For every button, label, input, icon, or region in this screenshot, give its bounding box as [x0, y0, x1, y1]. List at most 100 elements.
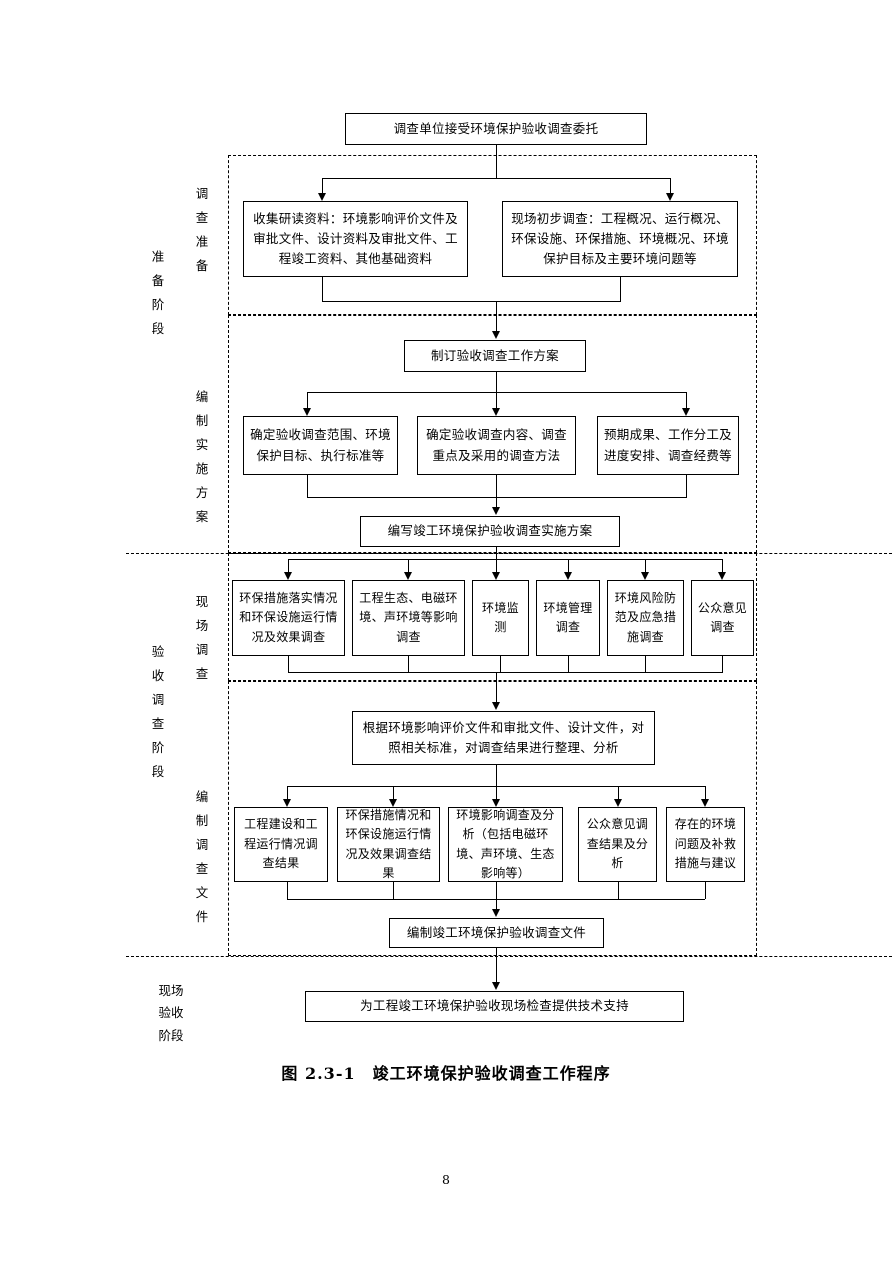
- connector-result-1-out: [287, 882, 288, 899]
- group-label-char: 编: [195, 789, 209, 804]
- node-final[interactable]: 为工程竣工环境保护验收现场检查提供技术支持: [305, 991, 684, 1022]
- connector-result-4-down: [618, 786, 619, 802]
- stage-label-char: 收: [151, 668, 165, 683]
- node-survey-2[interactable]: 工程生态、电磁环境、声环境等影响调查: [352, 580, 465, 656]
- group-label-char: 查: [195, 666, 209, 681]
- group-label-char: 查: [195, 861, 209, 876]
- arrow-to-plan-title: [491, 331, 500, 339]
- connector-prep-merge: [322, 301, 621, 302]
- group-label-char: 方: [195, 485, 209, 500]
- node-result-2[interactable]: 环保措施情况和环保设施运行情况及效果调查结果: [337, 807, 440, 882]
- stage-separator-top: [126, 553, 892, 554]
- arrow-to-survey-3: [491, 572, 500, 580]
- arrow-to-result-4: [613, 799, 622, 807]
- dashed-group-investigation-preparation: [228, 155, 757, 315]
- arrow-to-prep-left: [317, 193, 326, 201]
- node-survey-3[interactable]: 环境监测: [472, 580, 529, 656]
- arrow-to-prep-right: [665, 193, 674, 201]
- node-plan-b[interactable]: 确定验收调查内容、调查重点及采用的调查方法: [417, 416, 576, 475]
- node-result-3[interactable]: 环境影响调查及分析（包括电磁环境、声环境、生态影响等）: [448, 807, 563, 882]
- connector-plan-merge-down: [496, 497, 497, 510]
- arrow-to-plan-c: [681, 408, 690, 416]
- connector-result-4-out: [618, 882, 619, 899]
- connector-prep-left-out: [322, 277, 323, 301]
- node-plan-a[interactable]: 确定验收调查范围、环境保护目标、执行标准等: [243, 416, 398, 475]
- connector-result-5-down: [705, 786, 706, 802]
- connector-prep-right-down: [670, 178, 671, 195]
- group-label-char: 备: [195, 258, 209, 273]
- group-label-onsite-investigation: 现 场 调 查: [192, 590, 212, 686]
- arrow-to-survey-1: [283, 572, 292, 580]
- group-label-char: 现: [195, 594, 209, 609]
- arrow-to-analysis: [491, 702, 500, 710]
- node-doc-output[interactable]: 编制竣工环境保护验收调查文件: [389, 918, 604, 948]
- node-result-4[interactable]: 公众意见调查结果及分析: [578, 807, 657, 882]
- stage-label-char: 验: [151, 644, 165, 659]
- connector-survey-merge-down: [496, 672, 497, 706]
- arrow-to-survey-4: [563, 572, 572, 580]
- node-plan-title[interactable]: 制订验收调查工作方案: [404, 340, 586, 372]
- group-label-char: 施: [195, 461, 209, 476]
- connector-result-2-out: [393, 882, 394, 899]
- node-plan-c[interactable]: 预期成果、工作分工及进度安排、调查经费等: [597, 416, 739, 475]
- group-label-char: 文: [195, 885, 209, 900]
- stage-label-acceptance: 验 收 调 查 阶 段: [148, 640, 168, 784]
- stage-label-char: 准: [151, 249, 165, 264]
- group-label-char: 查: [195, 210, 209, 225]
- stage-label-char: 阶: [151, 740, 165, 755]
- connector-plan-c-out: [686, 475, 687, 497]
- node-result-5[interactable]: 存在的环境问题及补救措施与建议: [666, 807, 745, 882]
- arrow-to-result-1: [282, 799, 291, 807]
- arrow-to-final: [491, 982, 500, 990]
- connector-survey-3-down: [496, 559, 497, 574]
- arrow-to-survey-2: [403, 572, 412, 580]
- connector-survey-2-out: [408, 656, 409, 672]
- connector-plan-output-down: [496, 547, 497, 559]
- connector-plan-c-down: [686, 392, 687, 410]
- group-label-char: 准: [195, 234, 209, 249]
- node-survey-5[interactable]: 环境风险防范及应急措施调查: [607, 580, 684, 656]
- node-prep-left[interactable]: 收集研读资料：环境影响评价文件及审批文件、设计资料及审批文件、工程竣工资料、其他…: [243, 201, 468, 277]
- arrow-to-plan-a: [302, 408, 311, 416]
- connector-survey-1-out: [288, 656, 289, 672]
- connector-result-5-out: [705, 882, 706, 899]
- connector-survey-5-out: [645, 656, 646, 672]
- connector-survey-4-down: [568, 559, 569, 574]
- node-result-1[interactable]: 工程建设和工程运行情况调查结果: [234, 807, 328, 882]
- node-start[interactable]: 调查单位接受环境保护验收调查委托: [345, 113, 647, 145]
- node-survey-6[interactable]: 公众意见调查: [691, 580, 754, 656]
- node-plan-output[interactable]: 编写竣工环境保护验收调查实施方案: [360, 516, 620, 547]
- group-label-char: 制: [195, 413, 209, 428]
- group-label-char: 件: [195, 909, 209, 924]
- connector-prep-left-down: [322, 178, 323, 195]
- group-label-implementation-plan: 编 制 实 施 方 案: [192, 385, 212, 529]
- node-prep-right[interactable]: 现场初步调查：工程概况、运行概况、环保设施、环保措施、环境概况、环境保护目标及主…: [502, 201, 738, 277]
- connector-survey-6-down: [722, 559, 723, 574]
- connector-result-3-down: [496, 786, 497, 802]
- connector-survey-6-out: [722, 656, 723, 672]
- node-survey-4[interactable]: 环境管理调查: [536, 580, 600, 656]
- stage-separator-bottom: [126, 956, 892, 957]
- stage-label-char: 段: [151, 321, 165, 336]
- arrow-to-survey-5: [640, 572, 649, 580]
- connector-prep-split: [322, 178, 671, 179]
- stage-label-char: 查: [151, 716, 165, 731]
- connector-prep-merge-down: [496, 301, 497, 334]
- stage-label-char: 阶段: [158, 1027, 184, 1043]
- node-survey-1[interactable]: 环保措施落实情况和环保设施运行情况及效果调查: [232, 580, 345, 656]
- connector-result-1-down: [287, 786, 288, 802]
- group-label-char: 实: [195, 437, 209, 452]
- group-label-char: 调: [195, 186, 209, 201]
- group-label-document-preparation: 编 制 调 查 文 件: [192, 785, 212, 929]
- connector-result-3-out: [496, 882, 497, 899]
- stage-label-char: 备: [151, 273, 165, 288]
- group-label-investigation-preparation: 调 查 准 备: [192, 182, 212, 278]
- stage-label-char: 阶: [151, 297, 165, 312]
- connector-plan-b-down: [496, 392, 497, 410]
- connector-result-merge-down: [496, 899, 497, 912]
- connector-survey-2-down: [408, 559, 409, 574]
- node-analysis[interactable]: 根据环境影响评价文件和审批文件、设计文件，对照相关标准，对调查结果进行整理、分析: [352, 711, 655, 765]
- arrow-to-survey-6: [717, 572, 726, 580]
- connector-survey-merge: [288, 672, 723, 673]
